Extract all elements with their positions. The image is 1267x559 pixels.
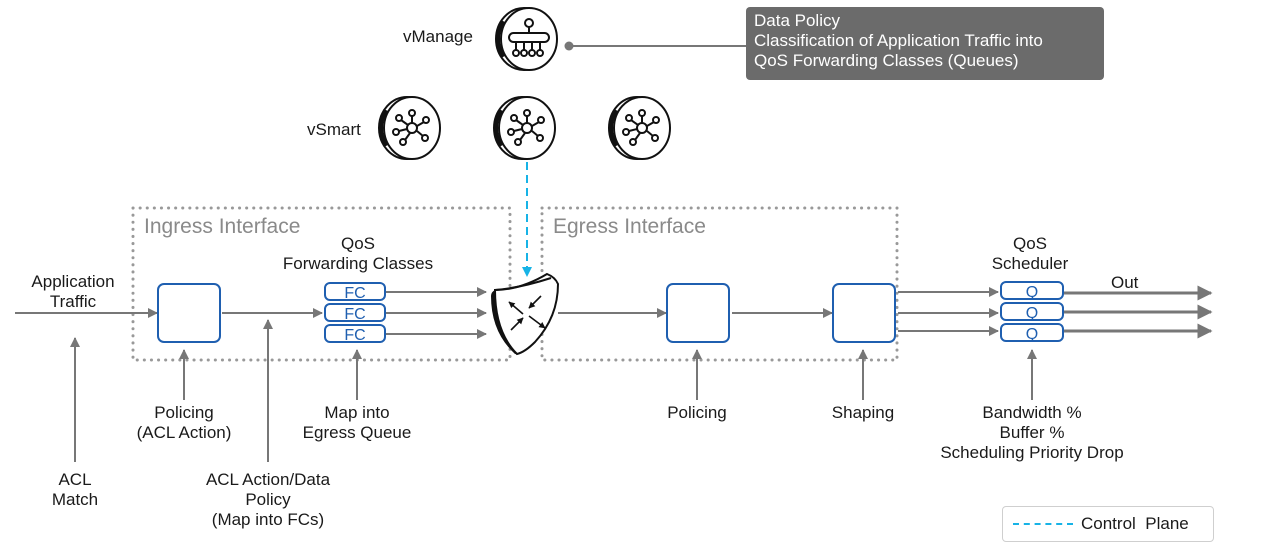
label-line: Policy — [245, 490, 291, 509]
vsmart-icon — [492, 95, 557, 161]
label-line: (Map into FCs) — [211, 510, 325, 529]
scheduler-params-label: Bandwidth % Buffer % Scheduling Priority… — [922, 403, 1142, 463]
label-line: (ACL Action) — [136, 423, 232, 442]
vmanage-icon — [494, 6, 559, 72]
egress-region-label: Egress Interface — [553, 215, 706, 238]
label-line: Traffic — [49, 292, 97, 311]
label-line: Application — [31, 272, 115, 291]
label-line: QoS — [340, 234, 376, 253]
forwarding-class-3: FC — [324, 324, 386, 344]
egress-policing-label: Policing — [667, 403, 727, 422]
label-line: Bandwidth % — [982, 403, 1082, 422]
forwarding-class-1: FC — [324, 282, 386, 302]
queue-1: Q — [1000, 281, 1064, 301]
label-line: Match — [51, 490, 99, 509]
label-line: Scheduling Priority Drop — [940, 443, 1124, 462]
label-line: ACL Action/Data — [205, 470, 331, 489]
vsmart-icon — [377, 95, 442, 161]
label-line: Buffer % — [999, 423, 1065, 442]
application-traffic-label: Application Traffic — [22, 272, 124, 312]
callout-line: Data Policy — [754, 11, 840, 30]
ingress-region-border — [131, 206, 512, 362]
out-label: Out — [1111, 273, 1139, 292]
label-line: QoS — [1012, 234, 1048, 253]
ingress-policer-box — [157, 283, 221, 343]
ingress-policing-label: Policing (ACL Action) — [124, 403, 244, 443]
control-plane-dash-icon — [1013, 523, 1073, 525]
vsmart-icon — [607, 95, 672, 161]
ingress-region-label: Ingress Interface — [144, 215, 301, 238]
router-shield-icon — [491, 272, 560, 356]
label-line: Scheduler — [991, 254, 1069, 273]
vsmart-label: vSmart — [307, 120, 361, 139]
label-line: Forwarding Classes — [282, 254, 434, 273]
acl-action-label: ACL Action/Data Policy (Map into FCs) — [188, 470, 348, 530]
data-policy-callout: Data Policy Classification of Applicatio… — [746, 7, 1104, 80]
shaping-label: Shaping — [831, 403, 895, 422]
egress-shaper-box — [832, 283, 896, 343]
label-line: Policing — [154, 403, 214, 422]
label-line: Map into — [324, 403, 390, 422]
queue-2: Q — [1000, 302, 1064, 322]
scheduler-title: QoS Scheduler — [975, 234, 1085, 274]
fc-title: QoS Forwarding Classes — [270, 234, 446, 274]
callout-line: QoS Forwarding Classes (Queues) — [754, 51, 1019, 70]
callout-line: Classification of Application Traffic in… — [754, 31, 1043, 50]
map-queue-label: Map into Egress Queue — [297, 403, 417, 443]
legend: Control Plane — [1002, 506, 1214, 542]
forwarding-class-2: FC — [324, 303, 386, 323]
acl-match-label: ACL Match — [35, 470, 115, 510]
vmanage-label: vManage — [403, 27, 473, 46]
queue-3: Q — [1000, 323, 1064, 343]
label-line: ACL — [58, 470, 92, 489]
legend-control-plane-label: Control Plane — [1081, 514, 1189, 533]
egress-policer-box — [666, 283, 730, 343]
label-line: Egress Queue — [302, 423, 412, 442]
